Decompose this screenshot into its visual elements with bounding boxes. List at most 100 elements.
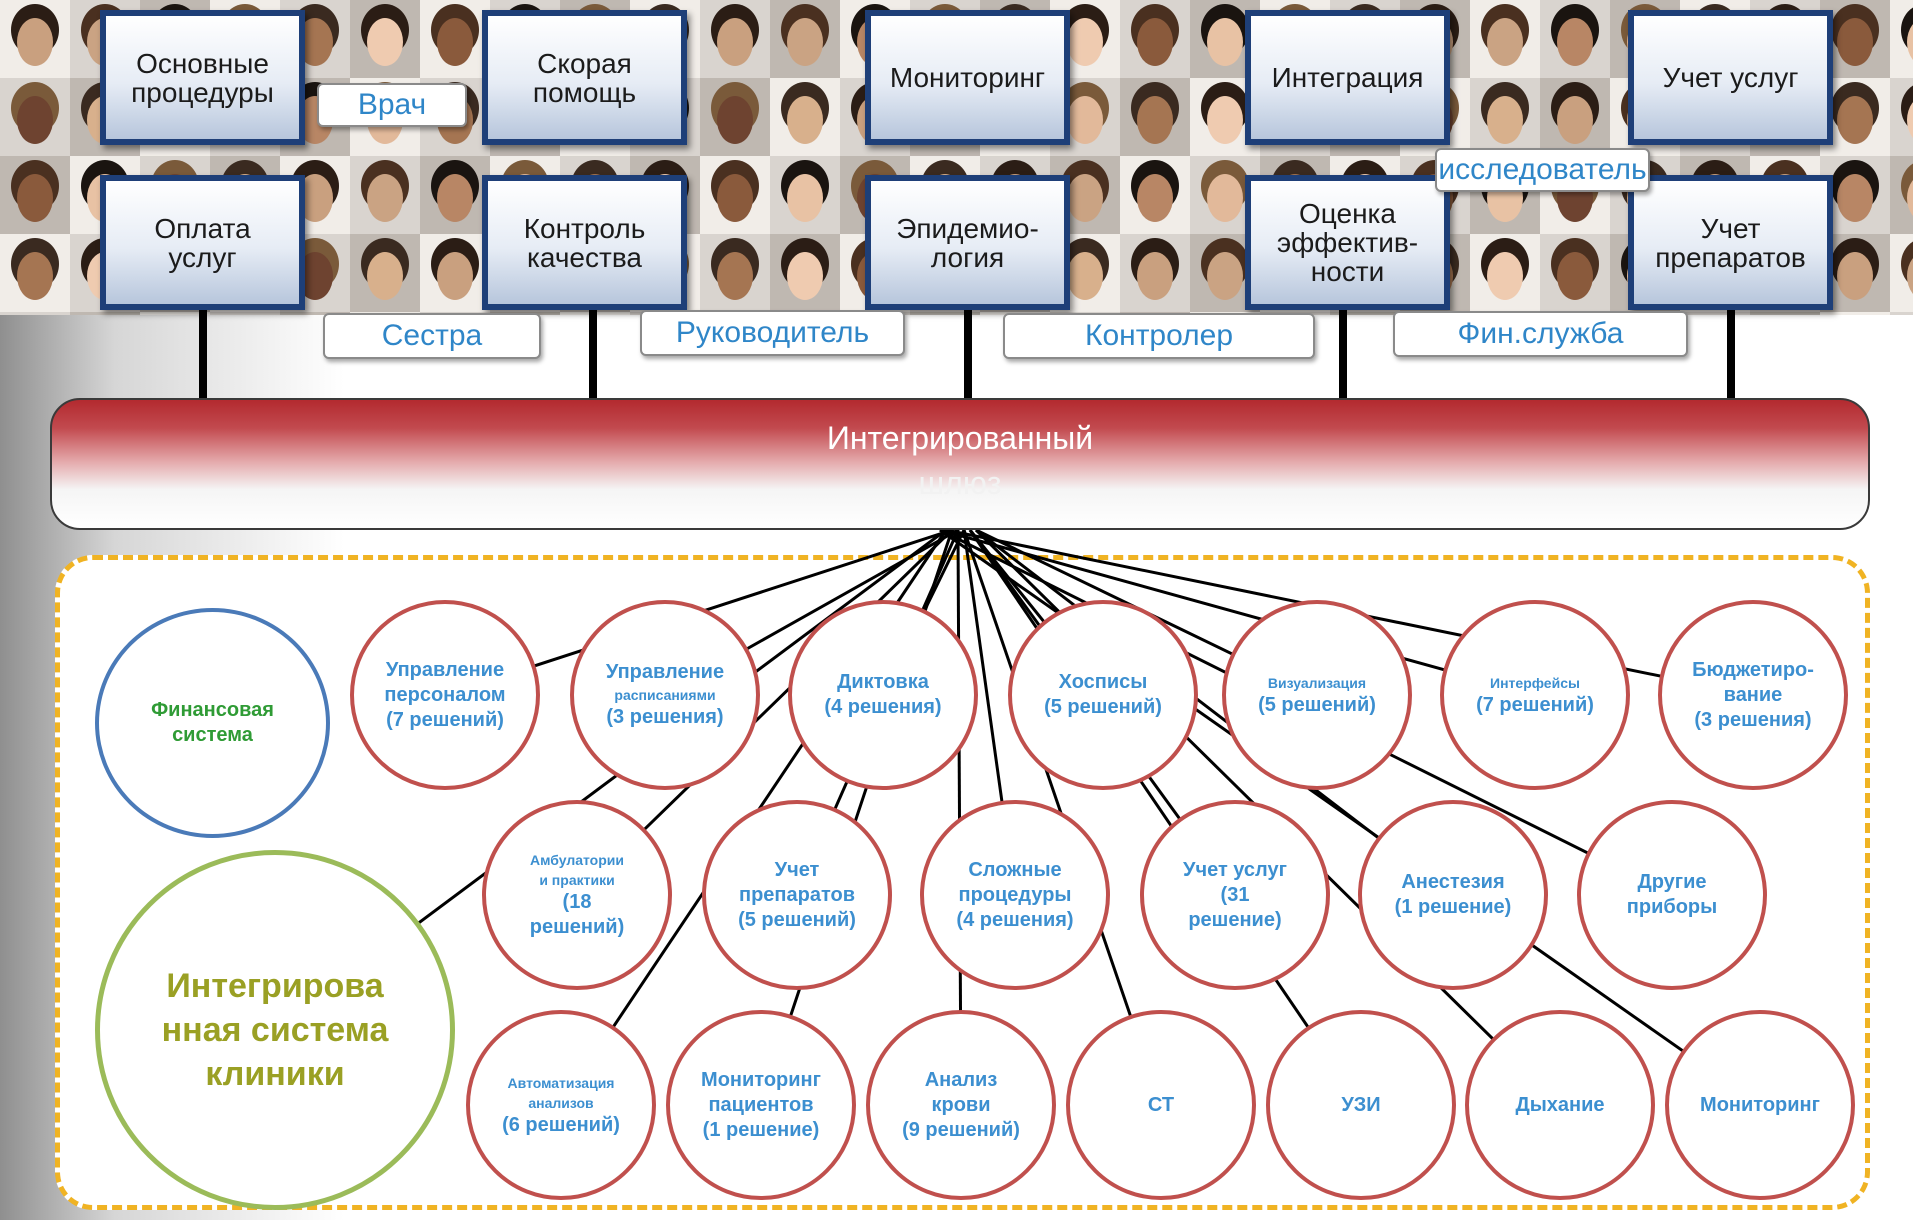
photo-tile (140, 312, 210, 315)
module-integration: Интеграция (1245, 10, 1450, 145)
node-label: Дыхание (1515, 1093, 1604, 1118)
node-hr: Управление персоналом (7 решений) (350, 600, 540, 790)
photo-tile (70, 312, 140, 315)
node-label: Учет препаратов (5 решений) (738, 858, 856, 933)
photo-tile (770, 78, 840, 156)
node-title: СТ (1147, 1093, 1175, 1116)
photo-tile (1750, 312, 1820, 315)
photo-tile (350, 0, 420, 78)
module-emergency: Скорая помощь (482, 10, 687, 145)
node-title: Хосписы (5 решений) (1044, 671, 1162, 718)
fanout-line (939, 528, 1536, 697)
role-nurse: Сестра (323, 313, 541, 359)
photo-tile (1120, 78, 1190, 156)
node-label: Анализ крови (9 решений) (902, 1068, 1020, 1143)
photo-tile (770, 234, 840, 312)
photo-tile (1540, 0, 1610, 78)
node-service-accounting: Учет услуг (31 решение) (1140, 800, 1330, 990)
module-service-payment: Оплата услуг (100, 175, 305, 310)
photo-tile (0, 78, 70, 156)
node-financial-system: Финансовая система (95, 608, 330, 838)
node-title: Учет препаратов (5 решений) (738, 858, 856, 931)
node-title: Интегрирова нная система клиники (161, 967, 389, 1093)
node-title: Мониторинг (1700, 1093, 1820, 1116)
node-count: (3 решения) (606, 706, 724, 728)
node-label: СТ (1148, 1093, 1174, 1118)
node-other-devices: Другие приборы (1577, 800, 1767, 990)
node-label: Интегрирова нная система клиники (162, 964, 389, 1096)
photo-tile (1890, 0, 1913, 78)
photo-tile (700, 234, 770, 312)
node-hospice: Хосписы (5 решений) (1008, 600, 1198, 790)
photo-tile (910, 312, 980, 315)
module-epidemiology: Эпидемио- логия (865, 175, 1070, 310)
node-blood-analysis: Анализ крови (9 решений) (866, 1010, 1056, 1200)
node-imaging: Визуализация (5 решений) (1222, 600, 1412, 790)
node-label: Автоматизация анализов(6 решений) (502, 1073, 620, 1138)
node-count: (5 решений) (1258, 693, 1376, 716)
node-count: (6 решений) (502, 1113, 620, 1136)
node-title: УЗИ (1341, 1093, 1381, 1116)
node-monitoring: Мониторинг (1665, 1010, 1855, 1200)
node-label: Мониторинг пациентов (1 решение) (701, 1068, 821, 1143)
node-respiration: Дыхание (1465, 1010, 1655, 1200)
node-label: Амбулатории и практики(18 решений) (530, 850, 624, 940)
gateway-title: Интегрированный (826, 420, 1094, 456)
node-title: Другие приборы (1626, 871, 1718, 918)
gateway-subtitle: шлюз (918, 465, 1002, 501)
node-label: Анестезия (1 решение) (1395, 870, 1512, 920)
node-anesthesia: Анестезия (1 решение) (1358, 800, 1548, 990)
photo-tile (1120, 156, 1190, 234)
node-title: Сложные процедуры (4 решения) (956, 858, 1074, 931)
photo-tile (210, 312, 280, 315)
node-label: Хосписы (5 решений) (1044, 670, 1162, 720)
photo-tile (1470, 234, 1540, 312)
node-label: УЗИ (1341, 1093, 1380, 1118)
node-title: Учет услуг (31 решение) (1183, 858, 1287, 931)
node-outpatient: Амбулатории и практики(18 решений) (482, 800, 672, 990)
photo-tile (1120, 0, 1190, 78)
photo-tile (1470, 78, 1540, 156)
node-label: Учет услуг (31 решение) (1183, 858, 1287, 933)
photo-tile (1680, 312, 1750, 315)
node-ultrasound: УЗИ (1266, 1010, 1456, 1200)
photo-tile (420, 234, 490, 312)
photo-tile (0, 0, 70, 78)
node-title: Управление персоналом (7 решений) (384, 658, 506, 731)
photo-tile (0, 312, 70, 315)
node-small-text: Визуализация (1267, 674, 1367, 691)
photo-tile (0, 156, 70, 234)
module-monitoring: Мониторинг (865, 10, 1070, 145)
node-dictation: Диктовка (4 решения) (788, 600, 978, 790)
node-ct: СТ (1066, 1010, 1256, 1200)
node-small-text: Автоматизация анализов (507, 1074, 615, 1111)
photo-tile (350, 234, 420, 312)
photo-tile (420, 0, 490, 78)
node-label: Управление персоналом (7 решений) (384, 658, 505, 733)
node-count: (7 решений) (1476, 693, 1594, 716)
node-title: Мониторинг пациентов (1 решение) (701, 1068, 821, 1141)
photo-tile (700, 78, 770, 156)
node-budgeting: Бюджетиро- вание (3 решения) (1658, 600, 1848, 790)
node-label: Бюджетиро- вание (3 решения) (1692, 658, 1814, 733)
node-label: Визуализация (5 решений) (1258, 673, 1376, 718)
photo-tile (1890, 78, 1913, 156)
photo-tile (700, 0, 770, 78)
photo-tile (280, 312, 350, 315)
node-label: Сложные процедуры (4 решения) (956, 858, 1073, 933)
node-label: Интерфейсы(7 решений) (1476, 673, 1594, 718)
module-basic-procedures: Основные процедуры (100, 10, 305, 145)
node-complex-procedures: Сложные процедуры (4 решения) (920, 800, 1110, 990)
module-drug-accounting: Учет препаратов (1628, 175, 1833, 310)
photo-tile (1120, 234, 1190, 312)
photo-tile (1890, 234, 1913, 312)
node-drug-accounting: Учет препаратов (5 решений) (702, 800, 892, 990)
fanout-line (968, 529, 1363, 1106)
node-label: Диктовка (4 решения) (824, 670, 941, 720)
photo-tile (1540, 234, 1610, 312)
node-label: Другие приборы (1627, 870, 1717, 920)
node-interfaces: Интерфейсы(7 решений) (1440, 600, 1630, 790)
photo-tile (1190, 0, 1260, 78)
